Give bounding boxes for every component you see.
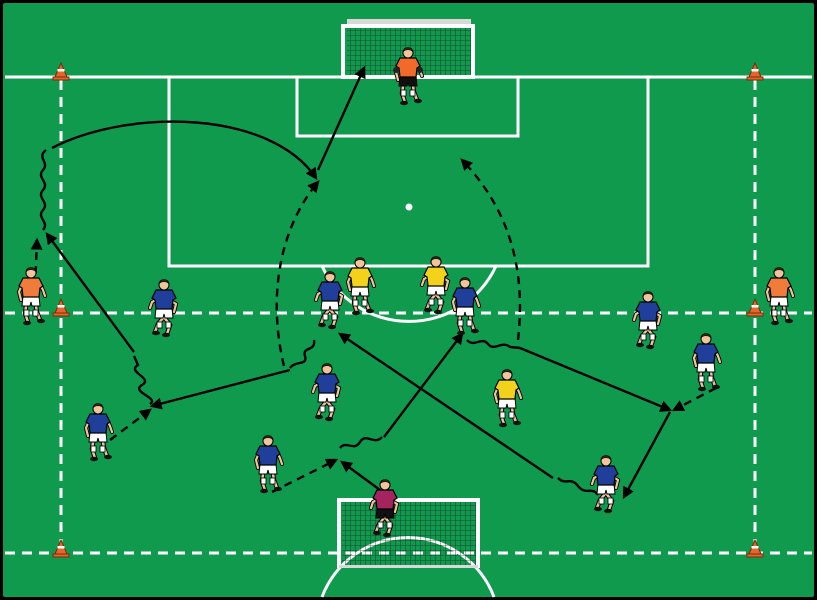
dribble-squiggle — [39, 149, 47, 231]
run-arrow — [271, 458, 339, 494]
player-figure-icon — [369, 479, 400, 538]
player-figure-icon — [691, 333, 722, 392]
players — [16, 47, 795, 538]
pass-arrow — [622, 411, 672, 500]
pass-arrow — [340, 460, 381, 491]
player-figure-icon — [393, 47, 424, 106]
run-arrow — [275, 180, 320, 367]
player-figure-icon — [83, 403, 114, 462]
run-arrow — [671, 386, 717, 412]
player-figure-icon — [16, 267, 47, 326]
long-pass-arrow — [51, 120, 318, 180]
player-figure-icon — [632, 291, 663, 350]
movement-arrows — [30, 65, 717, 500]
player-figure-icon — [450, 277, 481, 336]
pass-arrow — [383, 332, 464, 438]
player-figure-icon — [253, 435, 284, 494]
dribble-squiggle — [557, 477, 599, 496]
dribble-squiggle — [466, 339, 521, 350]
player-figure-icon — [764, 267, 795, 326]
penalty-spot — [405, 203, 413, 211]
player-figure-icon — [311, 363, 342, 422]
grass — [3, 3, 814, 597]
pass-arrow — [338, 332, 554, 479]
dribble-squiggle — [339, 436, 383, 449]
player-figure-icon — [590, 455, 621, 514]
run-arrow — [460, 158, 522, 341]
player-figure-icon — [420, 256, 451, 315]
pass-arrow — [45, 232, 135, 353]
pass-arrow — [519, 346, 673, 412]
player-figure-icon — [345, 257, 376, 316]
player-figure-icon — [314, 271, 345, 330]
dribble-squiggle — [132, 355, 154, 406]
shot-arrow — [316, 65, 366, 171]
pass-arrow — [149, 368, 291, 410]
player-figure-icon — [492, 369, 523, 428]
player-figure-icon — [148, 279, 179, 338]
dribble-squiggle — [289, 339, 316, 369]
bottom-goal-icon — [337, 498, 480, 568]
